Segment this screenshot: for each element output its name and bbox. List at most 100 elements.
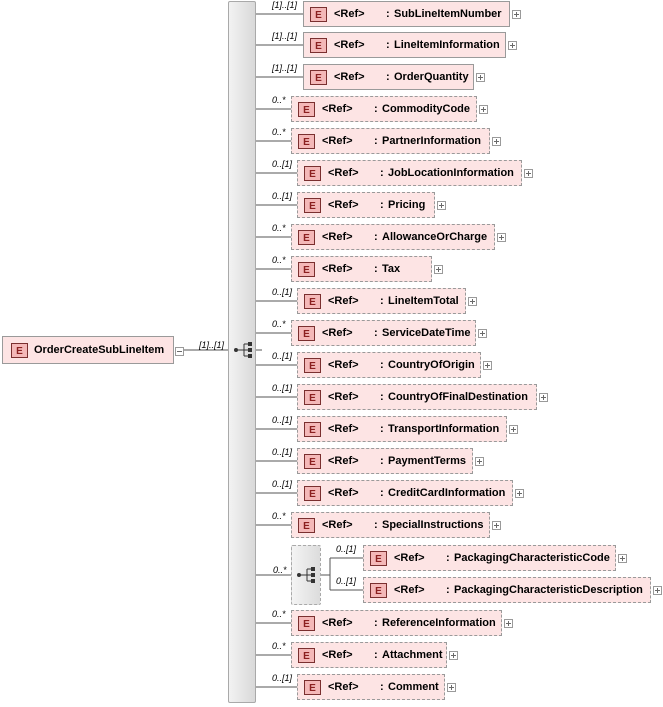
child-element-name: ReferenceInformation [382,617,496,629]
child-element-node[interactable]: E<Ref>:LineItemInformation [303,32,506,58]
expand-toggle-icon[interactable] [479,105,488,114]
ref-label: <Ref> [322,135,353,147]
child-element-node[interactable]: E<Ref>:AllowanceOrCharge [291,224,495,250]
ref-label: <Ref> [328,295,359,307]
child-cardinality: 0..[1] [272,415,293,425]
expand-toggle-icon[interactable] [515,489,524,498]
child-element-name: Tax [382,263,401,275]
child-cardinality: 0..* [272,609,286,619]
expand-toggle-icon[interactable] [449,651,458,660]
expand-toggle-icon[interactable] [504,619,513,628]
ref-colon: : [380,295,384,307]
child-element-node[interactable]: E<Ref>:CountryOfFinalDestination [297,384,537,410]
element-badge: E [298,230,315,245]
sequence-compositor-icon[interactable] [233,342,253,358]
expand-toggle-icon[interactable] [539,393,548,402]
ref-label: <Ref> [328,359,359,371]
choice-child-element-name: PackagingCharacteristicDescription [454,584,643,596]
ref-label: <Ref> [328,681,359,693]
child-element-node[interactable]: E<Ref>:LineItemTotal [297,288,466,314]
expand-toggle-icon[interactable] [447,683,456,692]
ref-colon: : [374,649,378,661]
child-cardinality: [1]..[1] [272,0,298,10]
element-badge: E [298,262,315,277]
ref-label: <Ref> [328,487,359,499]
ref-colon: : [380,455,384,467]
element-badge: E [298,134,315,149]
collapse-toggle-icon[interactable] [175,347,184,356]
child-element-name: OrderQuantity [394,71,469,83]
child-element-name: AllowanceOrCharge [382,231,488,243]
ref-colon: : [380,423,384,435]
child-element-node[interactable]: E<Ref>:Attachment [291,642,447,668]
child-element-name: CountryOfOrigin [388,359,475,371]
root-element-node[interactable]: E OrderCreateSubLineItem [2,336,174,364]
child-element-node[interactable]: E<Ref>:PartnerInformation [291,128,490,154]
child-element-name: CommodityCode [382,103,470,115]
element-badge: E [304,166,321,181]
child-element-node[interactable]: E<Ref>:JobLocationInformation [297,160,522,186]
child-cardinality: 0..* [272,127,286,137]
expand-toggle-icon[interactable] [492,137,501,146]
child-element-name: Comment [388,681,439,693]
child-element-node[interactable]: E<Ref>:CommodityCode [291,96,477,122]
element-badge: E [304,454,321,469]
ref-colon: : [374,327,378,339]
ref-colon: : [386,8,390,20]
expand-toggle-icon[interactable] [475,457,484,466]
ref-label: <Ref> [328,423,359,435]
ref-colon: : [380,167,384,179]
child-element-node[interactable]: E<Ref>:Comment [297,674,445,700]
child-element-node[interactable]: E<Ref>:OrderQuantity [303,64,474,90]
child-element-node[interactable]: E<Ref>:SubLineItemNumber [303,1,510,27]
child-element-node[interactable]: E<Ref>:PaymentTerms [297,448,473,474]
element-badge: E [310,7,327,22]
child-element-node[interactable]: E<Ref>:CreditCardInformation [297,480,513,506]
ref-label: <Ref> [328,167,359,179]
expand-toggle-icon[interactable] [618,554,627,563]
expand-toggle-icon[interactable] [653,586,662,595]
expand-toggle-icon[interactable] [468,297,477,306]
child-element-node[interactable]: E<Ref>:TransportInformation [297,416,507,442]
element-badge: E [298,518,315,533]
child-cardinality: 0..[1] [272,351,293,361]
child-element-node[interactable]: E<Ref>:SpecialInstructions [291,512,490,538]
child-element-name: Pricing [388,199,426,211]
child-element-node[interactable]: E<Ref>:Pricing [297,192,435,218]
expand-toggle-icon[interactable] [512,10,521,19]
expand-toggle-icon[interactable] [509,425,518,434]
expand-toggle-icon[interactable] [492,521,501,530]
choice-child-element-node[interactable]: E<Ref>:PackagingCharacteristicDescriptio… [363,577,651,603]
ref-label: <Ref> [322,617,353,629]
ref-label: <Ref> [334,8,365,20]
expand-toggle-icon[interactable] [478,329,487,338]
expand-toggle-icon[interactable] [476,73,485,82]
child-element-name: CountryOfFinalDestination [388,391,528,403]
child-element-name: LineItemInformation [394,39,500,51]
expand-toggle-icon[interactable] [508,41,517,50]
child-cardinality: 0..* [272,511,286,521]
ref-colon: : [446,584,450,596]
choice-compositor-icon[interactable] [296,567,316,583]
child-cardinality: 0..[1] [272,383,293,393]
expand-toggle-icon[interactable] [437,201,446,210]
expand-toggle-icon[interactable] [497,233,506,242]
element-badge: E [310,70,327,85]
child-element-name: SpecialInstructions [382,519,484,531]
expand-toggle-icon[interactable] [483,361,492,370]
child-element-node[interactable]: E<Ref>:CountryOfOrigin [297,352,481,378]
choice-child-element-node[interactable]: E<Ref>:PackagingCharacteristicCode [363,545,616,571]
element-badge: E [298,616,315,631]
expand-toggle-icon[interactable] [524,169,533,178]
child-element-name: CreditCardInformation [388,487,506,499]
element-badge: E [370,583,387,598]
child-element-node[interactable]: E<Ref>:ServiceDateTime [291,320,476,346]
element-badge: E [304,390,321,405]
expand-toggle-icon[interactable] [434,265,443,274]
child-cardinality: 0..[1] [272,159,293,169]
child-element-node[interactable]: E<Ref>:Tax [291,256,432,282]
child-element-node[interactable]: E<Ref>:ReferenceInformation [291,610,502,636]
ref-colon: : [374,231,378,243]
ref-label: <Ref> [328,199,359,211]
